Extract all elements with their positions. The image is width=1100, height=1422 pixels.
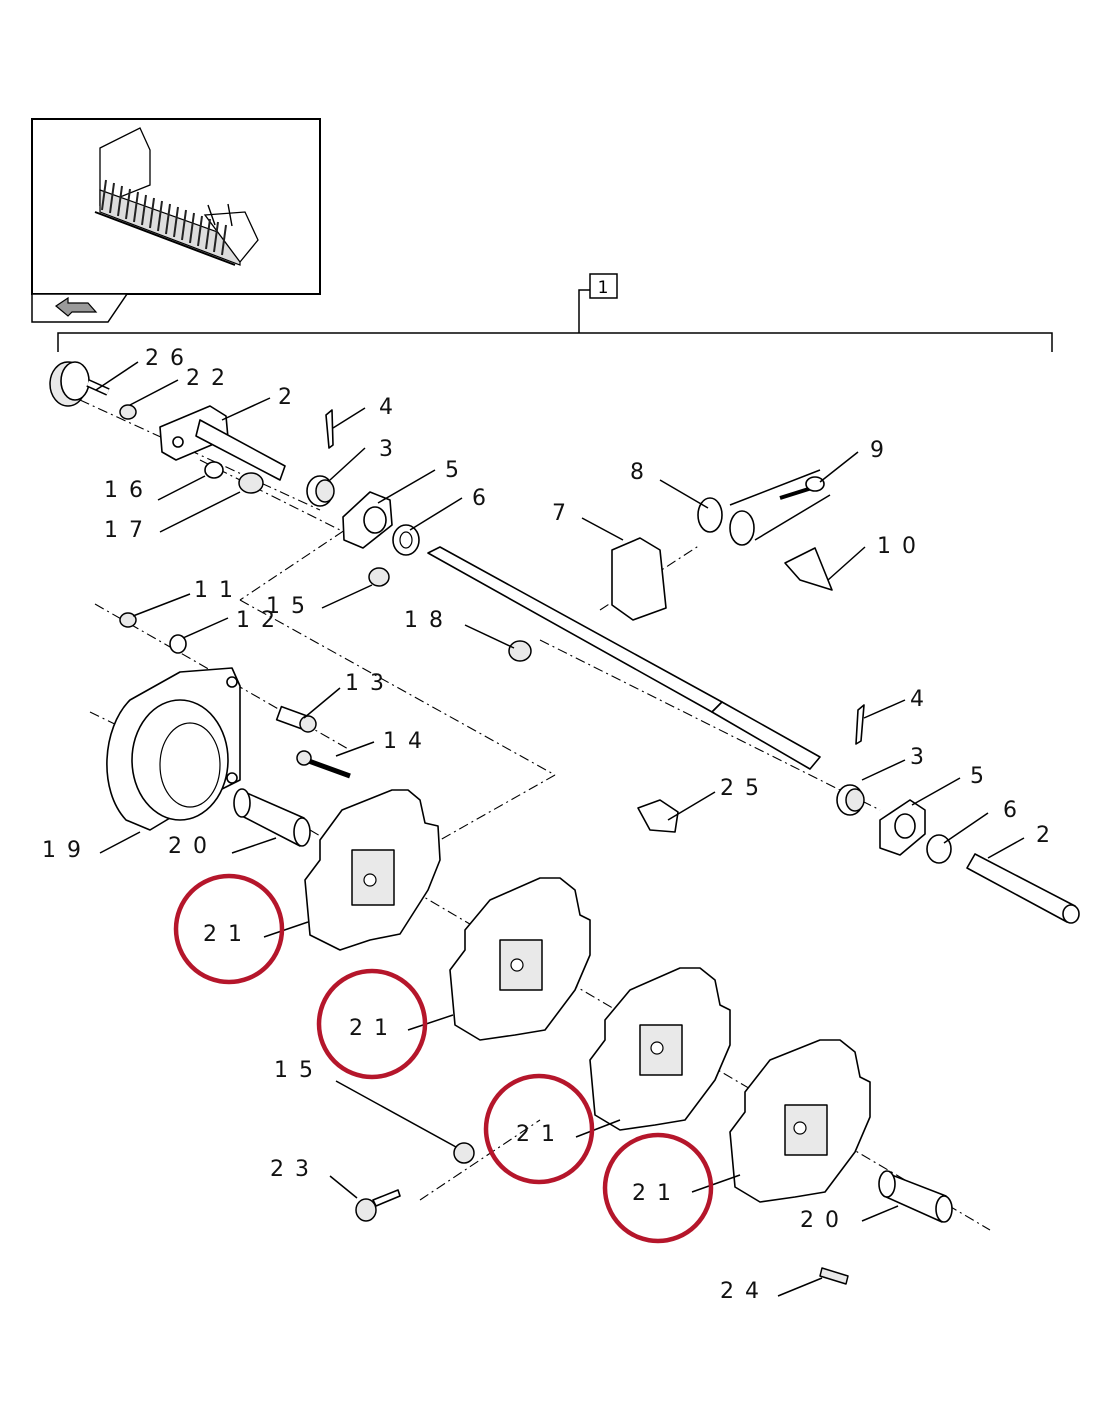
label-23: 23 [270, 1157, 320, 1182]
label-6-bottom: 6 [1003, 798, 1028, 823]
label-21-a: 21 [203, 922, 253, 947]
label-12: 12 [236, 608, 286, 633]
label-13: 13 [345, 671, 395, 696]
label-21-c: 21 [516, 1122, 566, 1147]
label-20-top: 20 [168, 834, 218, 859]
lower-hardware [355, 1142, 849, 1285]
label-8: 8 [630, 460, 655, 485]
highlight-circle [316, 968, 428, 1080]
label-5-top: 5 [445, 458, 470, 483]
part-labels: 26 22 2 4 3 5 6 16 17 8 9 7 10 11 15 12 … [42, 346, 1061, 1304]
star-plate-1 [304, 789, 441, 951]
label-14: 14 [383, 729, 433, 754]
label-3-bottom: 3 [910, 745, 935, 770]
star-plates [304, 789, 871, 1203]
label-17: 17 [104, 518, 154, 543]
highlight-circle [483, 1073, 595, 1185]
star-plate-4 [729, 1039, 871, 1203]
group-reference: 1 [57, 273, 1053, 352]
upper-shaft-parts [49, 361, 833, 779]
label-2-top: 2 [278, 385, 303, 410]
label-25: 25 [720, 776, 770, 801]
label-21-b: 21 [349, 1016, 399, 1041]
baler-pickup-thumbnail [94, 127, 259, 266]
group-ref-number: 1 [598, 278, 609, 298]
star-plate-2 [449, 877, 591, 1041]
label-16: 16 [104, 478, 154, 503]
label-3-top: 3 [379, 437, 404, 462]
leader-lines [95, 361, 1025, 1297]
label-11: 11 [194, 578, 244, 603]
label-5-bottom: 5 [970, 764, 995, 789]
label-9: 9 [870, 438, 895, 463]
label-4-bottom: 4 [910, 687, 935, 712]
label-4-top: 4 [379, 395, 404, 420]
highlight-circle [173, 873, 285, 985]
label-20-bottom: 20 [800, 1208, 850, 1233]
label-7: 7 [552, 501, 577, 526]
highlight-circle [602, 1132, 714, 1244]
label-6-top: 6 [472, 486, 497, 511]
label-10: 10 [877, 534, 927, 559]
back-arrow-icon[interactable] [54, 296, 98, 317]
overview-thumbnail [31, 118, 321, 323]
label-2-bottom: 2 [1036, 823, 1061, 848]
label-22: 22 [186, 366, 236, 391]
part-21-highlights [173, 873, 714, 1244]
label-24: 24 [720, 1279, 770, 1304]
label-21-d: 21 [632, 1181, 682, 1206]
label-26: 26 [145, 346, 195, 371]
label-15-top: 15 [266, 594, 316, 619]
bearing-housing [106, 667, 953, 1223]
right-shaft-parts [637, 704, 1080, 924]
label-15-bottom: 15 [274, 1058, 324, 1083]
star-plate-3 [589, 967, 731, 1131]
label-18: 18 [404, 608, 454, 633]
label-19: 19 [42, 838, 92, 863]
